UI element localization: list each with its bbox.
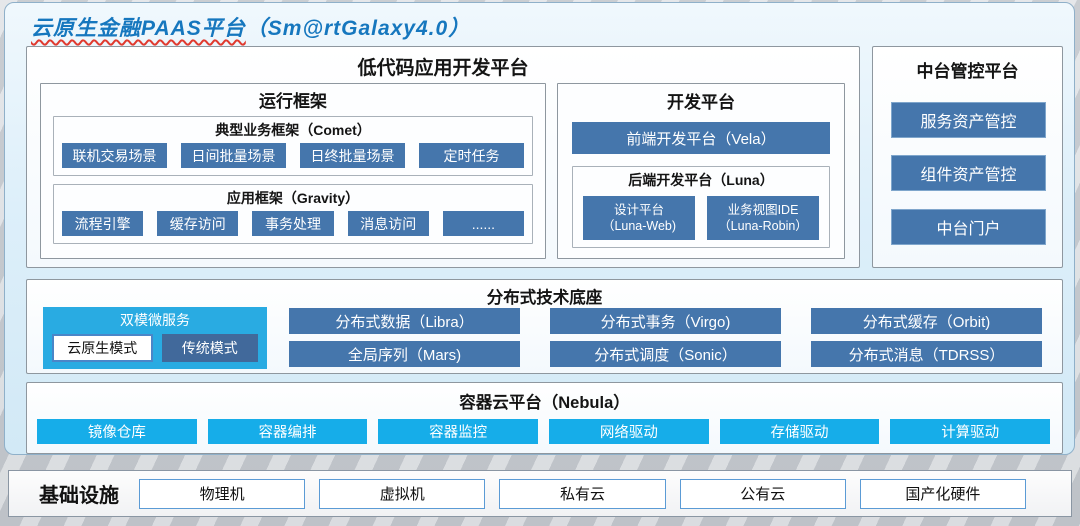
nebula-item-compute-driver: 计算驱动 bbox=[890, 419, 1051, 444]
distributed-base-panel: 分布式技术底座 双模微服务 云原生模式 传统模式 分布式数据（Libra） 分布… bbox=[26, 279, 1063, 374]
nebula-item-monitoring: 容器监控 bbox=[378, 419, 539, 444]
nebula-node-row: 镜像仓库 容器编排 容器监控 网络驱动 存储驱动 计算驱动 bbox=[37, 419, 1051, 444]
infrastructure-band: 基础设施 物理机 虚拟机 私有云 公有云 国产化硬件 bbox=[8, 470, 1072, 517]
gravity-framework-title: 应用框架（Gravity） bbox=[226, 190, 360, 206]
lowcode-platform-panel: 低代码应用开发平台 运行框架 典型业务框架（Comet） 联机交易场景 日间批量… bbox=[26, 46, 860, 268]
distributed-item-tdrss: 分布式消息（TDRSS） bbox=[811, 341, 1042, 367]
distributed-item-libra: 分布式数据（Libra） bbox=[289, 308, 520, 334]
infra-item-virtual-machine: 虚拟机 bbox=[319, 478, 486, 509]
comet-item-online-trading: 联机交易场景 bbox=[62, 143, 167, 168]
comet-item-scheduled-task: 定时任务 bbox=[419, 143, 524, 168]
midplatform-title: 中台管控平台 bbox=[916, 62, 1019, 81]
luna-backend-title: 后端开发平台（Luna） bbox=[628, 172, 774, 188]
gravity-item-more: ...... bbox=[442, 211, 525, 236]
nebula-item-orchestration: 容器编排 bbox=[207, 419, 368, 444]
distributed-base-title: 分布式技术底座 bbox=[486, 289, 603, 307]
infra-item-domestic-hardware: 国产化硬件 bbox=[859, 478, 1027, 509]
comet-framework-title: 典型业务框架（Comet） bbox=[215, 122, 371, 138]
runtime-framework-title: 运行框架 bbox=[259, 92, 327, 111]
distributed-item-mars: 全局序列（Mars) bbox=[289, 341, 520, 367]
infra-item-private-cloud: 私有云 bbox=[499, 478, 666, 509]
nebula-item-network-driver: 网络驱动 bbox=[549, 419, 709, 444]
comet-item-daytime-batch: 日间批量场景 bbox=[181, 143, 286, 168]
gravity-item-transaction: 事务处理 bbox=[252, 211, 334, 236]
comet-framework-box: 典型业务框架（Comet） 联机交易场景 日间批量场景 日终批量场景 定时任务 bbox=[53, 116, 533, 176]
gravity-node-row: 流程引擎 缓存访问 事务处理 消息访问 ...... bbox=[62, 211, 525, 236]
page-title-version: （Sm@rtGalaxy4.0） bbox=[245, 17, 471, 40]
infrastructure-title: 基础设施 bbox=[39, 485, 119, 507]
vela-frontend-node: 前端开发平台（Vela） bbox=[572, 122, 830, 154]
platform-frame: 云原生金融PAAS平台（Sm@rtGalaxy4.0） 低代码应用开发平台 运行… bbox=[4, 2, 1075, 455]
luna-backend-box: 后端开发平台（Luna） 设计平台 （Luna-Web) 业务视图IDE （Lu… bbox=[572, 166, 830, 248]
luna-web-label: 设计平台 bbox=[613, 202, 664, 217]
distributed-item-virgo: 分布式事务（Virgo) bbox=[550, 308, 781, 334]
midplatform-item-service-assets: 服务资产管控 bbox=[891, 102, 1046, 138]
comet-node-row: 联机交易场景 日间批量场景 日终批量场景 定时任务 bbox=[62, 143, 524, 168]
nebula-platform-title: 容器云平台（Nebula） bbox=[459, 394, 630, 412]
distributed-item-orbit: 分布式缓存（Orbit) bbox=[811, 308, 1042, 334]
traditional-mode-node: 传统模式 bbox=[161, 334, 258, 362]
comet-item-eod-batch: 日终批量场景 bbox=[300, 143, 405, 168]
gravity-item-process-engine: 流程引擎 bbox=[62, 211, 144, 236]
gravity-item-cache-access: 缓存访问 bbox=[157, 211, 239, 236]
luna-web-node: 设计平台 （Luna-Web) bbox=[583, 196, 695, 240]
gravity-framework-box: 应用框架（Gravity） 流程引擎 缓存访问 事务处理 消息访问 ...... bbox=[53, 184, 533, 244]
midplatform-item-component-assets: 组件资产管控 bbox=[891, 155, 1046, 191]
midplatform-item-portal: 中台门户 bbox=[891, 209, 1046, 245]
dev-platform-box: 开发平台 前端开发平台（Vela） 后端开发平台（Luna） 设计平台 （Lun… bbox=[557, 83, 845, 259]
infrastructure-row: 物理机 虚拟机 私有云 公有云 国产化硬件 bbox=[139, 478, 1027, 509]
lowcode-platform-title: 低代码应用开发平台 bbox=[357, 58, 529, 79]
dual-mode-row: 云原生模式 传统模式 bbox=[52, 334, 258, 362]
page-title: 云原生金融PAAS平台（Sm@rtGalaxy4.0） bbox=[31, 12, 470, 42]
nebula-item-storage-driver: 存储驱动 bbox=[719, 419, 880, 444]
luna-robin-code: （Luna-Robin） bbox=[718, 219, 808, 233]
distributed-item-sonic: 分布式调度（Sonic） bbox=[550, 341, 781, 367]
gravity-item-message-access: 消息访问 bbox=[347, 211, 429, 236]
luna-node-row: 设计平台 （Luna-Web) 业务视图IDE （Luna-Robin） bbox=[583, 196, 819, 240]
distributed-node-grid: 分布式数据（Libra） 分布式事务（Virgo) 分布式缓存（Orbit) 全… bbox=[289, 308, 1042, 367]
infra-item-physical-machine: 物理机 bbox=[139, 478, 306, 509]
nebula-platform-panel: 容器云平台（Nebula） 镜像仓库 容器编排 容器监控 网络驱动 存储驱动 计… bbox=[26, 382, 1063, 454]
dual-mode-title: 双模微服务 bbox=[120, 312, 190, 328]
page-title-main: 云原生金融PAAS平台 bbox=[31, 17, 246, 40]
infra-item-public-cloud: 公有云 bbox=[679, 478, 846, 509]
midplatform-panel: 中台管控平台 服务资产管控 组件资产管控 中台门户 bbox=[872, 46, 1063, 268]
luna-web-code: （Luna-Web) bbox=[601, 219, 677, 233]
dual-mode-microservice-box: 双模微服务 云原生模式 传统模式 bbox=[43, 307, 267, 369]
luna-robin-label: 业务视图IDE bbox=[727, 202, 799, 217]
luna-robin-node: 业务视图IDE （Luna-Robin） bbox=[707, 196, 819, 240]
dev-platform-title: 开发平台 bbox=[667, 93, 735, 112]
cloud-native-mode-node: 云原生模式 bbox=[52, 334, 153, 362]
runtime-framework-box: 运行框架 典型业务框架（Comet） 联机交易场景 日间批量场景 日终批量场景 … bbox=[40, 83, 546, 259]
nebula-item-image-repo: 镜像仓库 bbox=[37, 419, 197, 444]
